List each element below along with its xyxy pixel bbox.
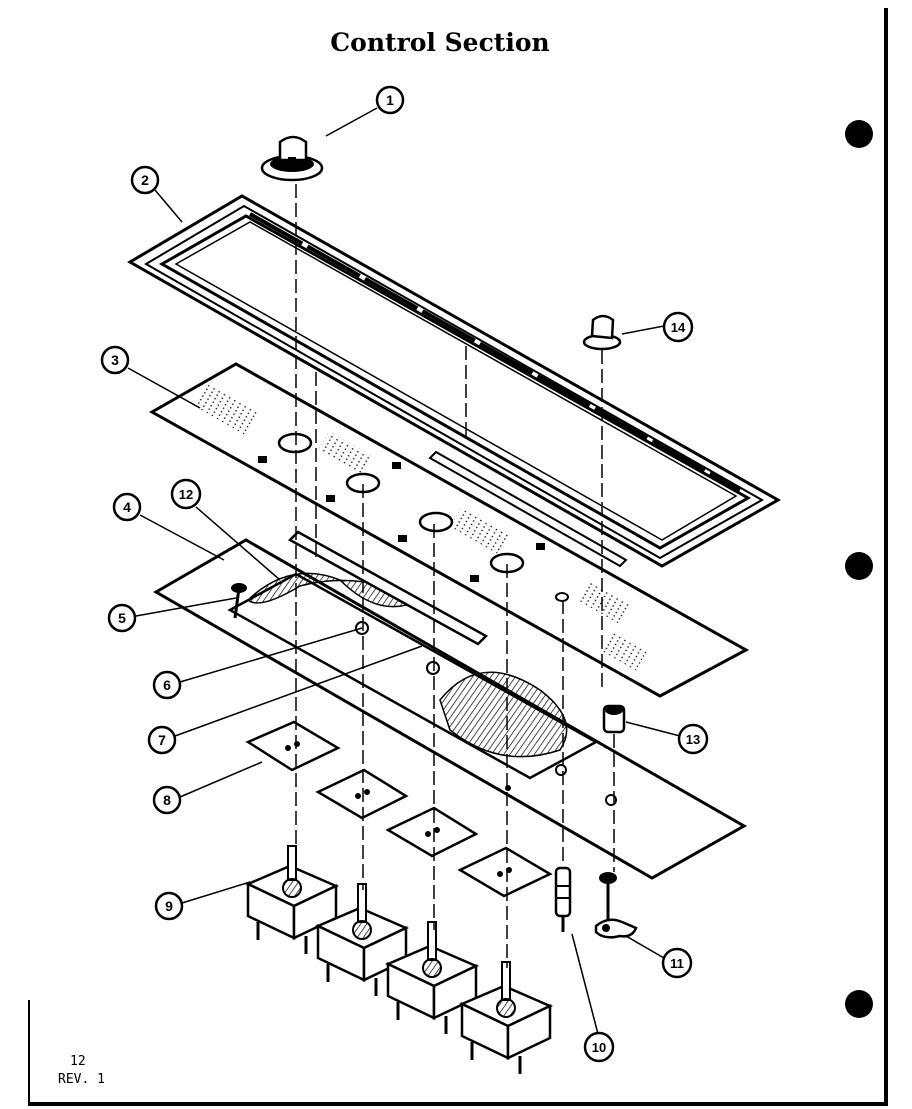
svg-text:11: 11 xyxy=(670,956,684,971)
revision-label: REV. 1 xyxy=(58,1072,105,1087)
svg-text:3: 3 xyxy=(111,352,119,368)
standoff-post xyxy=(554,866,572,932)
lamp-bracket xyxy=(594,872,638,939)
callout-11: 11 xyxy=(661,947,693,979)
callout-10: 10 xyxy=(583,1031,615,1063)
frame-bottom-edge xyxy=(28,1102,888,1106)
punch-hole xyxy=(845,120,873,148)
callout-5: 5 xyxy=(107,603,137,633)
callout-9: 9 xyxy=(154,891,184,921)
svg-text:2: 2 xyxy=(141,172,149,188)
callout-4: 4 xyxy=(112,492,142,522)
spacer-nut xyxy=(602,704,626,734)
callout-3: 3 xyxy=(100,345,130,375)
svg-text:14: 14 xyxy=(671,320,686,335)
svg-text:12: 12 xyxy=(179,487,193,502)
callout-6: 6 xyxy=(152,670,182,700)
frame-left-edge xyxy=(28,1000,30,1104)
small-knob xyxy=(582,314,622,351)
svg-text:7: 7 xyxy=(158,732,166,748)
svg-text:4: 4 xyxy=(123,499,131,515)
svg-text:6: 6 xyxy=(163,677,171,693)
svg-text:10: 10 xyxy=(592,1040,606,1055)
punch-hole xyxy=(845,990,873,1018)
svg-text:5: 5 xyxy=(118,610,126,626)
frame-right-edge xyxy=(884,8,888,1104)
rotary-switches xyxy=(244,845,554,1074)
callout-7: 7 xyxy=(147,725,177,755)
callout-12: 12 xyxy=(170,478,202,510)
callout-markers: 1 2 3 4 5 6 7 8 9 10 11 12 13 14 xyxy=(100,85,709,1063)
alignment-lines xyxy=(295,184,615,968)
punch-hole xyxy=(845,552,873,580)
leader-lines xyxy=(127,107,681,1035)
svg-text:8: 8 xyxy=(163,792,171,808)
insulator-pads xyxy=(245,720,553,898)
svg-text:13: 13 xyxy=(686,732,700,747)
circuit-board xyxy=(152,530,748,880)
callout-8: 8 xyxy=(152,785,182,815)
page-number: 12 xyxy=(70,1054,86,1069)
callout-14: 14 xyxy=(662,311,694,343)
large-knob xyxy=(260,135,324,182)
callout-1: 1 xyxy=(375,85,405,115)
mounting-screw xyxy=(231,583,247,619)
control-panel xyxy=(148,362,750,698)
diagram-title: Control Section xyxy=(330,28,550,57)
svg-text:9: 9 xyxy=(165,898,173,914)
callout-2: 2 xyxy=(130,165,160,195)
svg-text:1: 1 xyxy=(386,92,394,108)
callout-13: 13 xyxy=(677,723,709,755)
